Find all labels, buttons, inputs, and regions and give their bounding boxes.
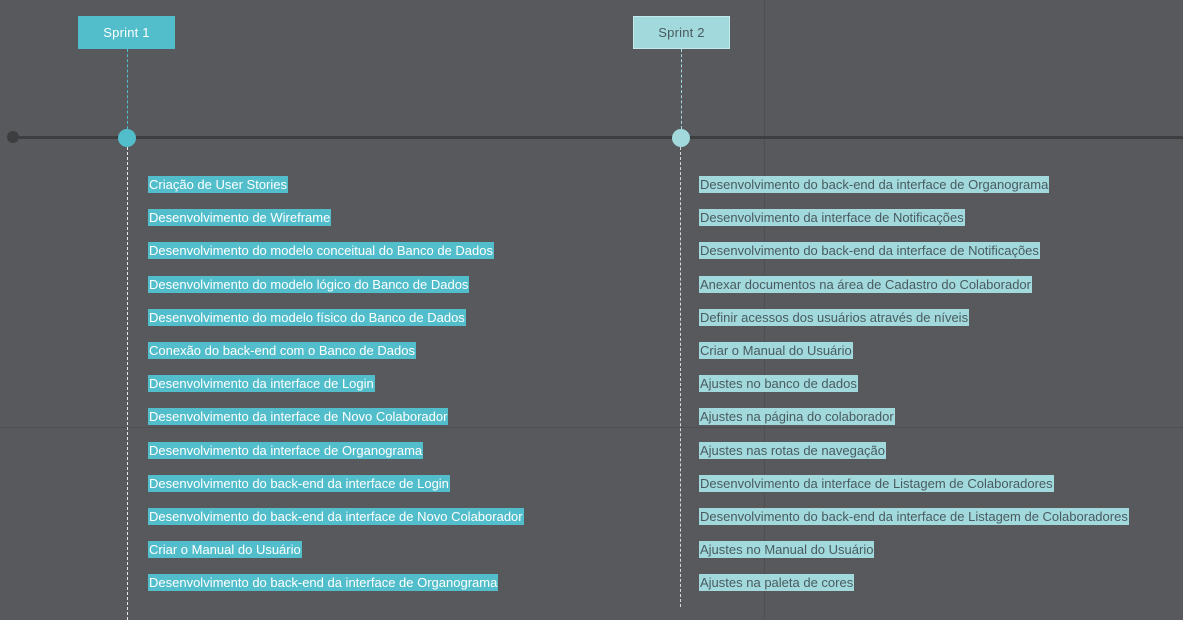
task-item[interactable]: Ajustes nas rotas de navegação bbox=[699, 441, 1129, 475]
sprint-1-milestone-marker[interactable] bbox=[118, 129, 136, 147]
task-label: Ajustes no banco de dados bbox=[699, 375, 858, 393]
task-label: Desenvolvimento da interface de Organogr… bbox=[148, 441, 424, 459]
task-item[interactable]: Desenvolvimento da interface de Organogr… bbox=[148, 441, 524, 475]
sprint-2-task-list: Desenvolvimento do back-end da interface… bbox=[699, 176, 1129, 607]
sprint-2-task-line bbox=[680, 147, 681, 607]
grid-line-horizontal bbox=[0, 427, 1183, 428]
task-label: Ajustes na página do colaborador bbox=[699, 408, 895, 426]
task-label: Desenvolvimento do modelo lógico do Banc… bbox=[148, 275, 470, 293]
task-item[interactable]: Desenvolvimento do back-end da interface… bbox=[699, 242, 1129, 275]
task-item[interactable]: Ajustes no banco de dados bbox=[699, 375, 1129, 408]
task-label: Ajustes no Manual do Usuário bbox=[699, 541, 875, 559]
task-label: Desenvolvimento de Wireframe bbox=[148, 209, 332, 227]
task-label: Desenvolvimento da interface de Login bbox=[148, 375, 375, 393]
task-item[interactable]: Ajustes na página do colaborador bbox=[699, 408, 1129, 441]
sprint-1-task-line bbox=[127, 147, 128, 620]
task-item[interactable]: Criar o Manual do Usuário bbox=[699, 341, 1129, 375]
task-item[interactable]: Desenvolvimento do back-end da interface… bbox=[148, 507, 524, 541]
task-label: Anexar documentos na área de Cadastro do… bbox=[699, 275, 1032, 293]
task-label: Desenvolvimento do back-end da interface… bbox=[699, 176, 1050, 193]
task-item[interactable]: Anexar documentos na área de Cadastro do… bbox=[699, 275, 1129, 309]
task-item[interactable]: Desenvolvimento da interface de Notifica… bbox=[699, 209, 1129, 242]
task-label: Desenvolvimento do back-end da interface… bbox=[148, 474, 450, 492]
task-item[interactable]: Desenvolvimento de Wireframe bbox=[148, 209, 524, 242]
task-item[interactable]: Desenvolvimento do modelo lógico do Banc… bbox=[148, 275, 524, 309]
task-item[interactable]: Desenvolvimento do back-end da interface… bbox=[699, 507, 1129, 541]
sprint-1-task-list: Criação de User Stories Desenvolvimento … bbox=[148, 176, 524, 607]
task-label: Desenvolvimento do back-end da interface… bbox=[148, 507, 524, 525]
task-item[interactable]: Desenvolvimento da interface de Listagem… bbox=[699, 474, 1129, 508]
task-label: Definir acessos dos usuários através de … bbox=[699, 308, 970, 326]
task-item[interactable]: Desenvolvimento do modelo físico do Banc… bbox=[148, 308, 524, 342]
task-item[interactable]: Desenvolvimento do back-end da interface… bbox=[148, 474, 524, 508]
task-label: Desenvolvimento do back-end da interface… bbox=[699, 507, 1129, 525]
task-label: Criar o Manual do Usuário bbox=[148, 541, 302, 559]
task-label: Desenvolvimento da interface de Novo Col… bbox=[148, 408, 449, 426]
task-label: Desenvolvimento do modelo conceitual do … bbox=[148, 242, 494, 260]
task-label: Desenvolvimento do back-end da interface… bbox=[148, 574, 499, 592]
task-label: Desenvolvimento da interface de Notifica… bbox=[699, 209, 965, 227]
task-item[interactable]: Desenvolvimento da interface de Novo Col… bbox=[148, 408, 524, 441]
sprint-2-connector bbox=[681, 49, 682, 129]
task-label: Conexão do back-end com o Banco de Dados bbox=[148, 341, 416, 359]
task-item[interactable]: Criação de User Stories bbox=[148, 176, 524, 209]
task-item[interactable]: Conexão do back-end com o Banco de Dados bbox=[148, 341, 524, 375]
task-label: Ajustes nas rotas de navegação bbox=[699, 441, 887, 459]
task-item[interactable]: Desenvolvimento da interface de Login bbox=[148, 375, 524, 408]
task-item[interactable]: Desenvolvimento do back-end da interface… bbox=[148, 574, 524, 607]
task-item[interactable]: Desenvolvimento do back-end da interface… bbox=[699, 176, 1129, 209]
sprint-1-label[interactable]: Sprint 1 bbox=[78, 16, 175, 49]
task-item[interactable]: Definir acessos dos usuários através de … bbox=[699, 308, 1129, 342]
task-item[interactable]: Criar o Manual do Usuário bbox=[148, 541, 524, 574]
task-label: Ajustes na paleta de cores bbox=[699, 574, 855, 592]
sprint-2-label[interactable]: Sprint 2 bbox=[633, 16, 730, 49]
task-label: Desenvolvimento do modelo físico do Banc… bbox=[148, 308, 466, 326]
task-label: Desenvolvimento da interface de Listagem… bbox=[699, 474, 1054, 492]
task-item[interactable]: Ajustes na paleta de cores bbox=[699, 574, 1129, 607]
sprint-1-connector bbox=[127, 49, 128, 129]
task-label: Criar o Manual do Usuário bbox=[699, 341, 853, 359]
sprint-2-milestone-marker[interactable] bbox=[672, 129, 690, 147]
task-item[interactable]: Ajustes no Manual do Usuário bbox=[699, 541, 1129, 574]
task-label: Criação de User Stories bbox=[148, 176, 288, 193]
timeline-axis bbox=[13, 136, 1183, 139]
task-item[interactable]: Desenvolvimento do modelo conceitual do … bbox=[148, 242, 524, 275]
task-label: Desenvolvimento do back-end da interface… bbox=[699, 242, 1040, 260]
timeline-start-dot bbox=[7, 131, 19, 143]
